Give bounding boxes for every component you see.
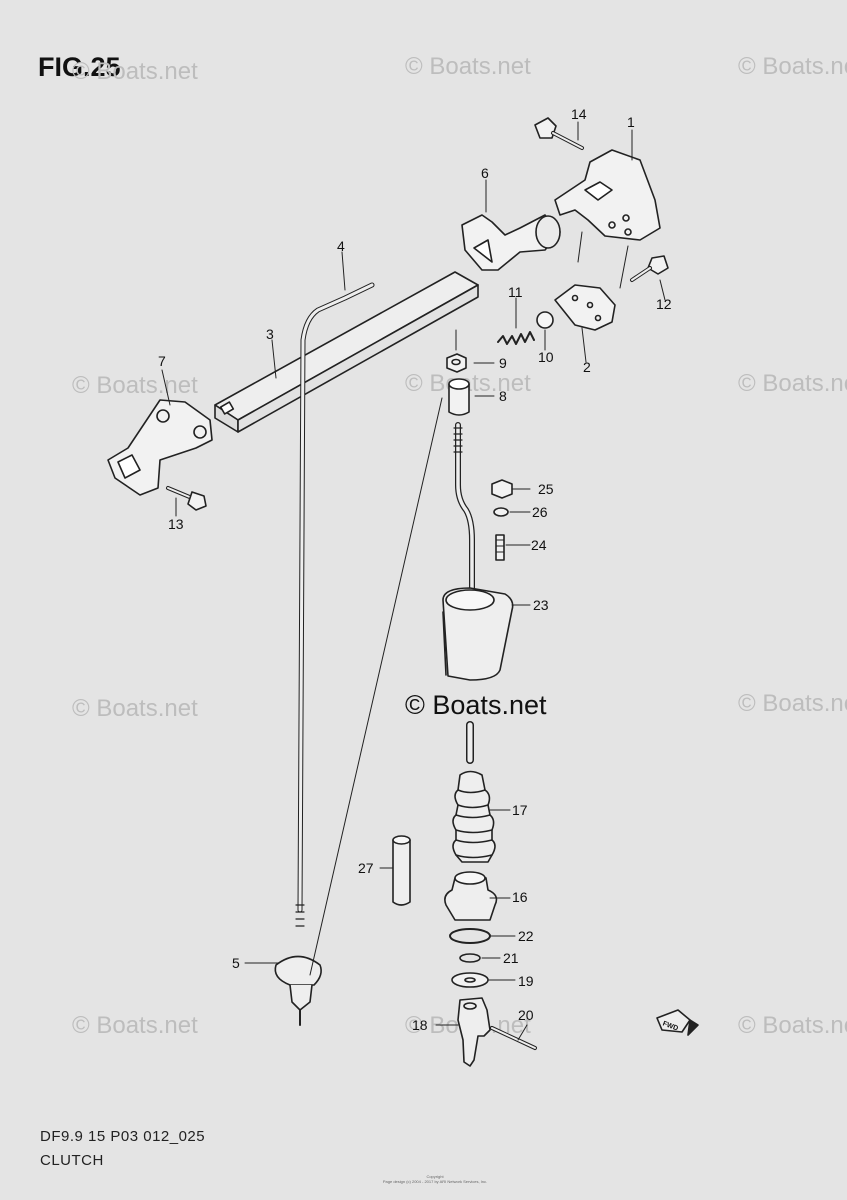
copyright-notice: Copyright Page design (c) 2004 - 2017 by…	[365, 1174, 505, 1184]
callout-8: 8	[499, 388, 507, 404]
part-pin-20	[490, 1026, 537, 1050]
part-bolt-14	[534, 117, 584, 150]
section-name: CLUTCH	[40, 1152, 104, 1169]
part-ball	[536, 311, 554, 329]
callout-16: 16	[512, 889, 528, 905]
part-lever	[107, 399, 213, 496]
callout-20: 20	[518, 1007, 534, 1023]
part-tube	[392, 835, 411, 906]
part-bolt-12	[630, 255, 669, 282]
fwd-arrow-icon	[656, 1009, 699, 1036]
part-pin-24	[495, 534, 505, 561]
part-shaft	[214, 271, 479, 433]
figure-title: FIG.25	[38, 52, 121, 82]
callout-27: 27	[358, 860, 374, 876]
copyright-line: Copyright	[426, 1174, 444, 1179]
watermark: © Boats.net	[738, 53, 847, 80]
callout-7: 7	[158, 353, 166, 369]
callout-19: 19	[518, 973, 534, 989]
watermark: © Boats.net	[72, 695, 198, 722]
callout-25: 25	[538, 481, 554, 497]
part-grommet-5	[274, 955, 322, 1026]
part-collar-8	[448, 378, 470, 416]
callout-3: 3	[266, 326, 274, 342]
watermark: © Boats.net	[72, 1012, 198, 1039]
part-spring	[497, 331, 535, 345]
watermark: © Boats.net	[738, 1012, 847, 1039]
part-nut-25	[491, 479, 513, 499]
callout-13: 13	[168, 516, 184, 532]
watermark: © Boats.net	[738, 370, 847, 397]
callout-6: 6	[481, 165, 489, 181]
watermark: © Boats.net	[738, 690, 847, 717]
watermark: © Boats.net	[72, 372, 198, 399]
callout-9: 9	[499, 355, 507, 371]
callout-numbers: 1 2 3 4 5 6 7 8 9 10 11 12 13 14 16 17 1…	[158, 106, 679, 1033]
part-shift-shaft	[453, 422, 475, 603]
part-washer-26	[493, 507, 509, 517]
watermark: © Boats.net	[405, 53, 531, 80]
callout-5: 5	[232, 955, 240, 971]
part-cam-housing	[554, 149, 661, 241]
part-ring-21	[459, 953, 481, 963]
callout-2: 2	[583, 359, 591, 375]
part-plate	[554, 284, 616, 331]
part-grommet	[444, 871, 498, 921]
part-shift-block	[442, 587, 514, 681]
callout-26: 26	[532, 504, 548, 520]
part-clutch-rod	[295, 282, 375, 927]
callout-21: 21	[503, 950, 519, 966]
part-nut-9	[446, 353, 467, 373]
model-code: DF9.9 15 P03 012_025	[40, 1128, 206, 1145]
callout-18: 18	[412, 1017, 428, 1033]
callout-17: 17	[512, 802, 528, 818]
part-sleeve	[461, 214, 561, 271]
part-washer-19	[451, 972, 489, 988]
watermark: © Boats.net	[72, 58, 198, 85]
callout-12: 12	[656, 296, 672, 312]
callout-1: 1	[627, 114, 635, 130]
callout-11: 11	[508, 284, 523, 300]
callout-14: 14	[571, 106, 587, 122]
callout-4: 4	[337, 238, 345, 254]
part-o-ring-22	[449, 928, 491, 944]
part-bellows	[452, 770, 496, 863]
part-bolt-13	[166, 486, 207, 511]
callout-23: 23	[533, 597, 549, 613]
callout-24: 24	[531, 537, 547, 553]
leader-lines	[161, 121, 666, 1041]
copyright-line: Page design (c) 2004 - 2017 by ARI Netwo…	[382, 1179, 488, 1184]
callout-22: 22	[518, 928, 534, 944]
watermark-center: © Boats.net	[405, 690, 547, 720]
part-shift-cam	[457, 997, 491, 1067]
callout-10: 10	[538, 349, 554, 365]
